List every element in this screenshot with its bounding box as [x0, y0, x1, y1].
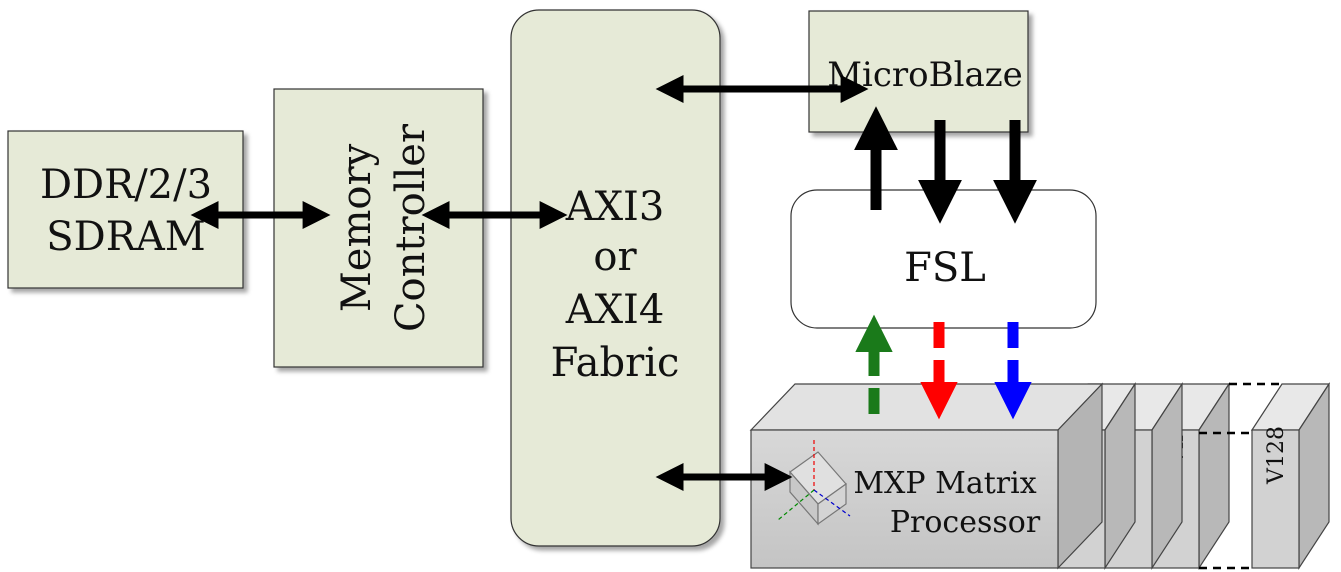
vector-bank-v128: V128 [1250, 381, 1331, 571]
microblaze-label: MicroBlaze [827, 55, 1023, 95]
fsl-mxp-dashed-arrows [855, 314, 1032, 420]
mxp-processor-block: MXP Matrix Processor [749, 382, 1104, 570]
sdram-block: DDR/2/3 SDRAM [7, 130, 244, 289]
microblaze-block: MicroBlaze [808, 10, 1029, 133]
sdram-label-line1: DDR/2/3 [40, 162, 212, 208]
fsl-label: FSL [904, 245, 986, 291]
mxp-label-line2: Processor [890, 505, 1041, 540]
axi-label-line3: AXI4 [565, 287, 665, 333]
mxp-label-line1: MXP Matrix [853, 466, 1036, 501]
memory-controller-block: Memory Controller [273, 88, 484, 368]
axi-fabric-block: AXI3 or AXI4 Fabric [510, 9, 721, 547]
axi-label-line2: or [593, 234, 637, 280]
memory-controller-label-line1: Memory [334, 143, 380, 312]
fsl-block: FSL [790, 189, 1097, 329]
axi-label-line4: Fabric [551, 340, 680, 386]
bank-ellipsis-connectors [1199, 382, 1282, 570]
sdram-label-line2: SDRAM [46, 214, 205, 260]
axi-label-line1: AXI3 [565, 184, 665, 230]
vector-bank-v128-label: V128 [1264, 426, 1289, 485]
connection-arrows [190, 75, 1037, 491]
memory-controller-label-line2: Controller [388, 123, 434, 332]
